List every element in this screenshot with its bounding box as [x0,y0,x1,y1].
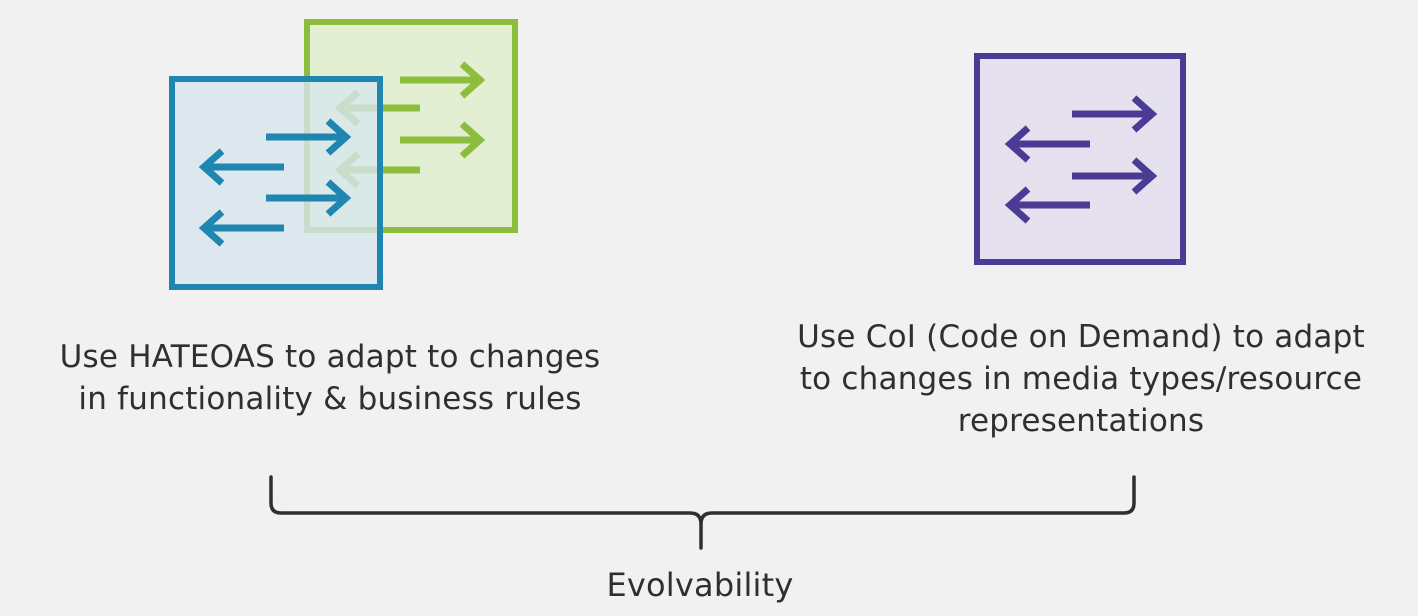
blue-arrows-square-icon [169,76,383,290]
evolvability-label: Evolvability [606,566,794,604]
hateoas-caption: Use HATEOAS to adapt to changes in funct… [59,339,601,417]
purple-arrows-square-icon [974,53,1186,265]
grouping-brace [269,475,1136,550]
code-on-demand-caption: Use CoI (Code on Demand) to adapt to cha… [797,319,1365,439]
